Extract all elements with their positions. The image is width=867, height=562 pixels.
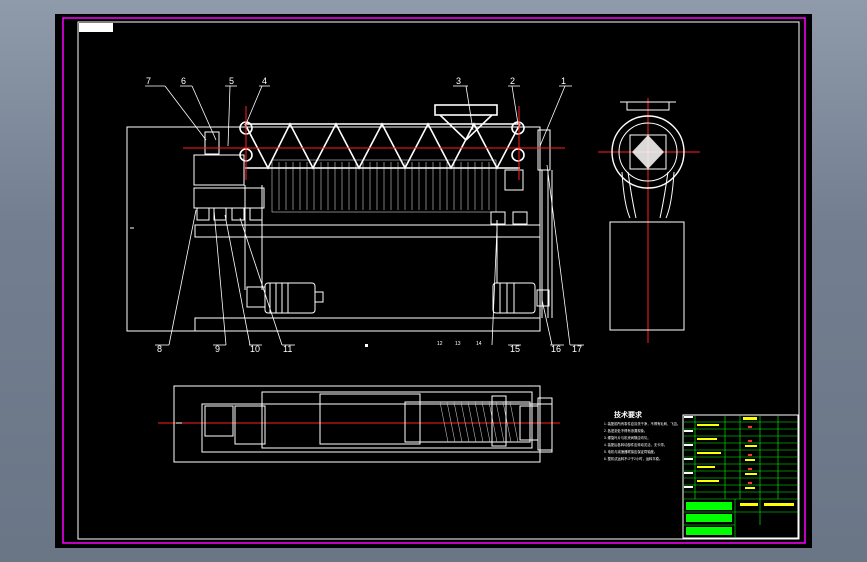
callout-14: 14 (476, 341, 482, 347)
title-block (682, 414, 799, 539)
inner-border (77, 21, 800, 540)
callout-4: 4 (262, 76, 267, 86)
front-view (126, 104, 553, 332)
callout-15: 15 (510, 344, 520, 354)
note-line: 3. 螺旋叶片与机壳间隙应均匀。 (604, 435, 651, 440)
callout-7: 7 (146, 76, 151, 86)
callout-17: 17 (572, 344, 582, 354)
note-line: 5. 电机与减速器联接应保证同轴度。 (604, 449, 657, 454)
note-line: 4. 装配后各转动部件应转动灵活，无卡滞。 (604, 442, 667, 447)
callout-3: 3 (456, 76, 461, 86)
callout-leaders (145, 85, 584, 346)
callout-9: 9 (215, 344, 220, 354)
note-line: 1. 装配前所有零件应清洗干净，不得有毛刺、飞边。 (604, 421, 680, 426)
callout-11: 11 (283, 344, 292, 354)
callout-2: 2 (510, 76, 515, 86)
callout-12: 12 (437, 341, 443, 347)
callout-numbers: 7 6 5 4 3 2 1 8 9 10 11 12 13 14 15 16 1… (146, 76, 582, 354)
corner-tab (79, 23, 113, 32)
note-line: 6. 整机试运转不少于2小时，运转平稳。 (604, 456, 662, 461)
notes-title: 技术要求 (614, 410, 643, 419)
callout-5: 5 (229, 76, 234, 86)
outer-border (62, 17, 806, 544)
note-line: 2. 各密封处不得有渗漏现象。 (604, 428, 647, 433)
technical-notes: 技术要求 1. 装配前所有零件应清洗干净，不得有毛刺、飞边。 2. 各密封处不得… (604, 410, 680, 461)
callout-1: 1 (561, 76, 566, 86)
callout-6: 6 (181, 76, 186, 86)
side-view (609, 101, 685, 331)
cooling-fins (271, 159, 497, 213)
callout-8: 8 (157, 344, 162, 354)
screw-conveyor (239, 104, 525, 170)
callout-13: 13 (455, 341, 461, 347)
callout-16: 16 (551, 344, 561, 354)
screw-flight-hatch (439, 401, 519, 443)
top-view (173, 385, 553, 463)
callout-10: 10 (250, 344, 260, 354)
